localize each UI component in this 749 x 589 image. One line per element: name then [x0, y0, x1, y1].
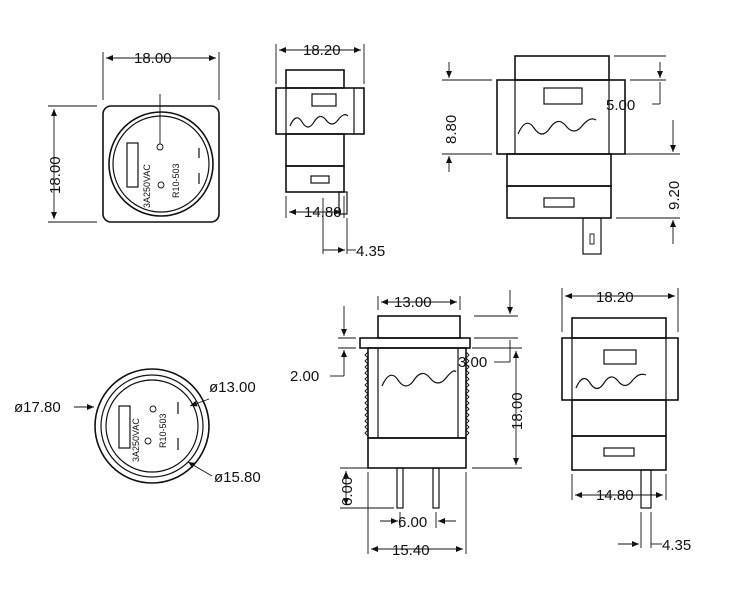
outer-ring: [94, 368, 210, 484]
housing-middle: [285, 133, 345, 167]
front-view-round: 3A250VAC R10-503 ø17.80 ø13.00 ø15.80: [14, 368, 261, 486]
middle-ring: [100, 374, 204, 478]
dim-label-outer: ø17.80: [14, 399, 61, 416]
model-marking: R10-503: [158, 413, 168, 448]
cap-top: [377, 315, 461, 339]
cap-top: [285, 69, 345, 89]
model-marking: R10-503: [171, 163, 181, 198]
rating-marking: 3A250VAC: [131, 418, 141, 462]
wave-line: [575, 373, 647, 390]
dim-label-pin-length: 6.00: [339, 477, 356, 506]
wave-line: [289, 114, 349, 128]
cap-body: [275, 87, 365, 135]
center-mark-circle: [156, 143, 164, 151]
contact-slot: [118, 405, 131, 449]
dim-label-pin: 4.35: [356, 243, 385, 260]
front-view-square: 3A250VAC R10-503 18.00 18.00: [47, 50, 220, 223]
dim-label-body: 18.00: [509, 392, 526, 430]
lower-slot: [310, 175, 330, 184]
cap-top: [571, 317, 667, 339]
pin-right: [432, 467, 440, 509]
lower-slot: [603, 447, 635, 457]
side-view-right: 8.80 5.00 9.20: [442, 55, 683, 255]
cap-window: [543, 87, 583, 105]
wave-line: [517, 118, 597, 135]
terminal-mark: [157, 181, 165, 189]
pin: [582, 217, 602, 255]
button-ring-outer: [108, 111, 214, 217]
dim-label-pin-span: 6.00: [398, 514, 427, 531]
dim-label-lower: 9.20: [666, 181, 683, 210]
thread-left: [364, 351, 369, 437]
wave-line: [381, 370, 457, 387]
dim-label-height: 18.00: [47, 156, 64, 194]
dim-label-cap: 8.80: [443, 115, 460, 144]
cap-window: [603, 349, 637, 365]
housing-lower: [571, 435, 667, 471]
housing-middle: [571, 399, 667, 437]
dim-label-step: 3.00: [458, 354, 487, 371]
threaded-body: [367, 347, 467, 439]
pin: [640, 469, 652, 509]
housing-lower: [506, 185, 612, 219]
dim-label-step: 5.00: [606, 97, 635, 114]
cap-top: [514, 55, 610, 81]
housing-lower: [285, 165, 345, 193]
dim-label-pin: 4.35: [662, 537, 691, 554]
dim-label-cap: 13.00: [394, 294, 432, 311]
cap-body: [496, 79, 626, 155]
button-ring-inner: [112, 115, 210, 213]
housing-middle: [506, 153, 612, 187]
dim-label-mid: ø15.80: [214, 469, 261, 486]
rating-marking: 3A250VAC: [142, 164, 152, 208]
pin: [338, 191, 348, 215]
contact-slot: [126, 142, 139, 188]
dim-label-inner: ø13.00: [209, 379, 256, 396]
side-view-round: 13.00 2.00 3.00 18.00 6.00 6.00: [290, 290, 526, 559]
lower-slot: [543, 197, 575, 208]
side-view-bottom-right: 18.20 14.80 4.35: [561, 288, 691, 554]
flange: [359, 337, 471, 349]
dim-label-base: 15.40: [392, 542, 430, 559]
cap-body: [561, 337, 679, 401]
side-view-top: 18.20 14.80 4.35: [275, 42, 385, 260]
dim-label-width: 18.00: [134, 50, 172, 67]
cap-window: [311, 93, 337, 107]
dim-label-base: 14.80: [596, 487, 634, 504]
dim-label-width: 18.20: [303, 42, 341, 59]
thread-right: [465, 351, 470, 437]
base: [367, 437, 467, 469]
pin-left: [396, 467, 404, 509]
dim-label-flange: 2.00: [290, 368, 319, 385]
square-housing: [102, 105, 220, 223]
inner-ring: [105, 379, 199, 473]
dim-label-width: 18.20: [596, 289, 634, 306]
